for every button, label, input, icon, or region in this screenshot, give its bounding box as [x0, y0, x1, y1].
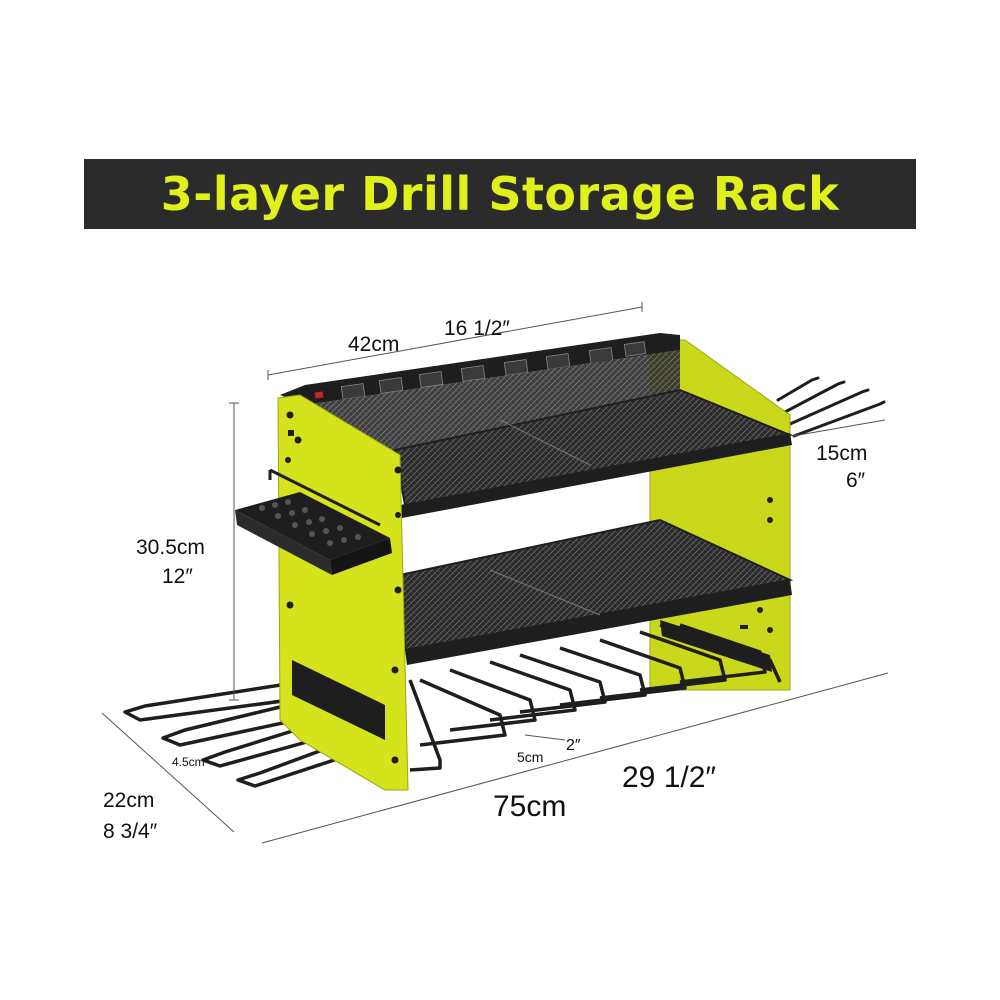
power-switch [314, 391, 324, 399]
bit-holder-guard [268, 468, 381, 527]
power-outlets [340, 341, 647, 400]
top-shelf-edge [400, 433, 792, 518]
bottom-rail [660, 620, 772, 672]
depth-cm-label: 22cm [103, 789, 154, 812]
bit-holder-holes [259, 499, 361, 546]
dimension-lines [101, 302, 889, 844]
height-in-label: 12″ [162, 565, 193, 588]
right-hooks [776, 376, 886, 438]
top-shelf-divider [499, 419, 591, 466]
left-panel-inner-rail [292, 660, 385, 740]
depth-in-label: 8 3/4″ [103, 820, 158, 843]
banner-title: 3-layer Drill Storage Rack [160, 167, 840, 221]
bit-holder-top [235, 492, 390, 560]
bit-holder-side [330, 538, 392, 575]
total-width-in-label: 29 1/2″ [622, 761, 716, 794]
title-banner: 3-layer Drill Storage Rack [84, 159, 916, 229]
left-panel-holes [285, 411, 402, 764]
top-width-in-label: 16 1/2″ [444, 317, 510, 340]
height-cm-label: 30.5cm [136, 536, 205, 559]
bit-holder-front [235, 510, 332, 575]
left-hooks [123, 680, 392, 788]
top-width-cm-label: 42cm [348, 333, 399, 356]
slot-gap-in-label: 2″ [566, 737, 581, 754]
slot-gap-cm-label: 5cm [517, 749, 543, 765]
lower-shelf-divider [489, 569, 601, 616]
hook-len-cm-label: 15cm [816, 442, 867, 465]
total-width-cm-label: 75cm [493, 790, 566, 823]
hook-len-in-label: 6″ [846, 469, 866, 492]
small-gap-cm-label: 4.5cm [172, 755, 205, 769]
right-panel-holes [740, 497, 773, 633]
left-side-panel [277, 394, 409, 791]
lower-shelf-edge [405, 580, 792, 665]
